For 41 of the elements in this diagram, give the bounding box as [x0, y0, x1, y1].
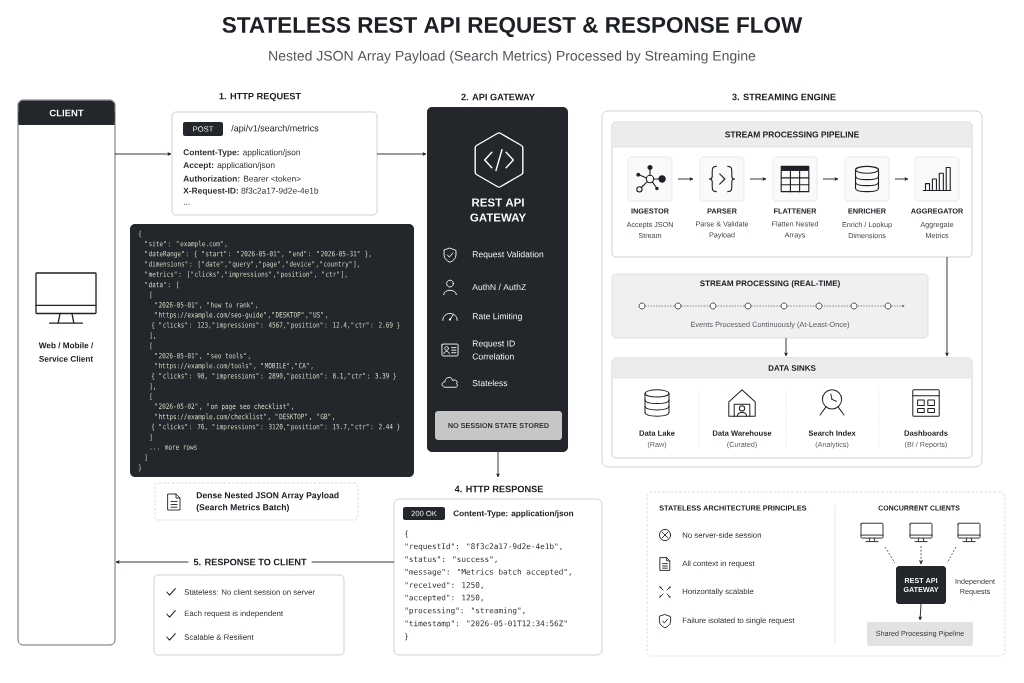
feature-label: Request ID Correlation [472, 340, 515, 360]
client-label: Web / Mobile / Service Client [38, 342, 94, 362]
arrow [496, 451, 500, 478]
panel-heading: STREAM PROCESSING (REAL-TIME) [700, 280, 840, 288]
arrow [784, 337, 788, 357]
section-heading: 1. HTTP REQUEST [219, 92, 301, 102]
section-heading: 4. HTTP RESPONSE [454, 485, 544, 493]
dashed-arrow [919, 545, 923, 565]
arrow [894, 177, 909, 181]
header-line: X-Request-ID: 8f3c2a17-9d2e-4e1b [183, 187, 319, 196]
arrow [114, 152, 172, 156]
section-heading: 3. STREAMING ENGINE [732, 93, 836, 101]
header-line: Content-Type: application/json [453, 510, 574, 518]
title: STATELESS REST API REQUEST & RESPONSE FLOW [222, 16, 803, 38]
arrow [677, 177, 694, 181]
arrow [945, 256, 949, 357]
header-line: Authorization: Bearer <token> [183, 175, 301, 182]
arrow [749, 177, 767, 181]
section-heading: 2. API GATEWAY [461, 93, 535, 101]
feature-label: Request Validation [472, 251, 544, 259]
feature-label: Rate Limiting [472, 313, 522, 321]
header-line: Content-Type: application/json [183, 149, 300, 157]
arrow [822, 177, 839, 181]
panel-header: CLIENT [18, 100, 115, 125]
gateway-title: REST API GATEWAY [470, 198, 526, 222]
caption-text: Dense Nested JSON Array Payload (Search Metrics Batch) [196, 492, 339, 512]
monitor-icon [860, 522, 884, 543]
subtitle: Nested JSON Array Payload (Search Metrics) Processed by Streaming Engine [269, 50, 756, 64]
header-line: Accept: application/json [183, 161, 275, 170]
feature-label: Stateless [472, 379, 508, 387]
header-line: ... [183, 203, 190, 205]
endpoint-path: /api/v1/search/metrics [231, 124, 319, 134]
monitor-icon [909, 522, 933, 543]
panel-header: STREAM PROCESSING PIPELINE [611, 122, 973, 148]
dashed-connector-line [946, 546, 957, 564]
edge-label: 5. RESPONSE TO CLIENT [188, 556, 312, 568]
arrow [918, 603, 922, 621]
arrow [376, 152, 427, 156]
monitor-icon [957, 522, 981, 543]
feature-label: AuthN / AuthZ [472, 283, 526, 291]
dashed-connector-line [884, 546, 896, 564]
